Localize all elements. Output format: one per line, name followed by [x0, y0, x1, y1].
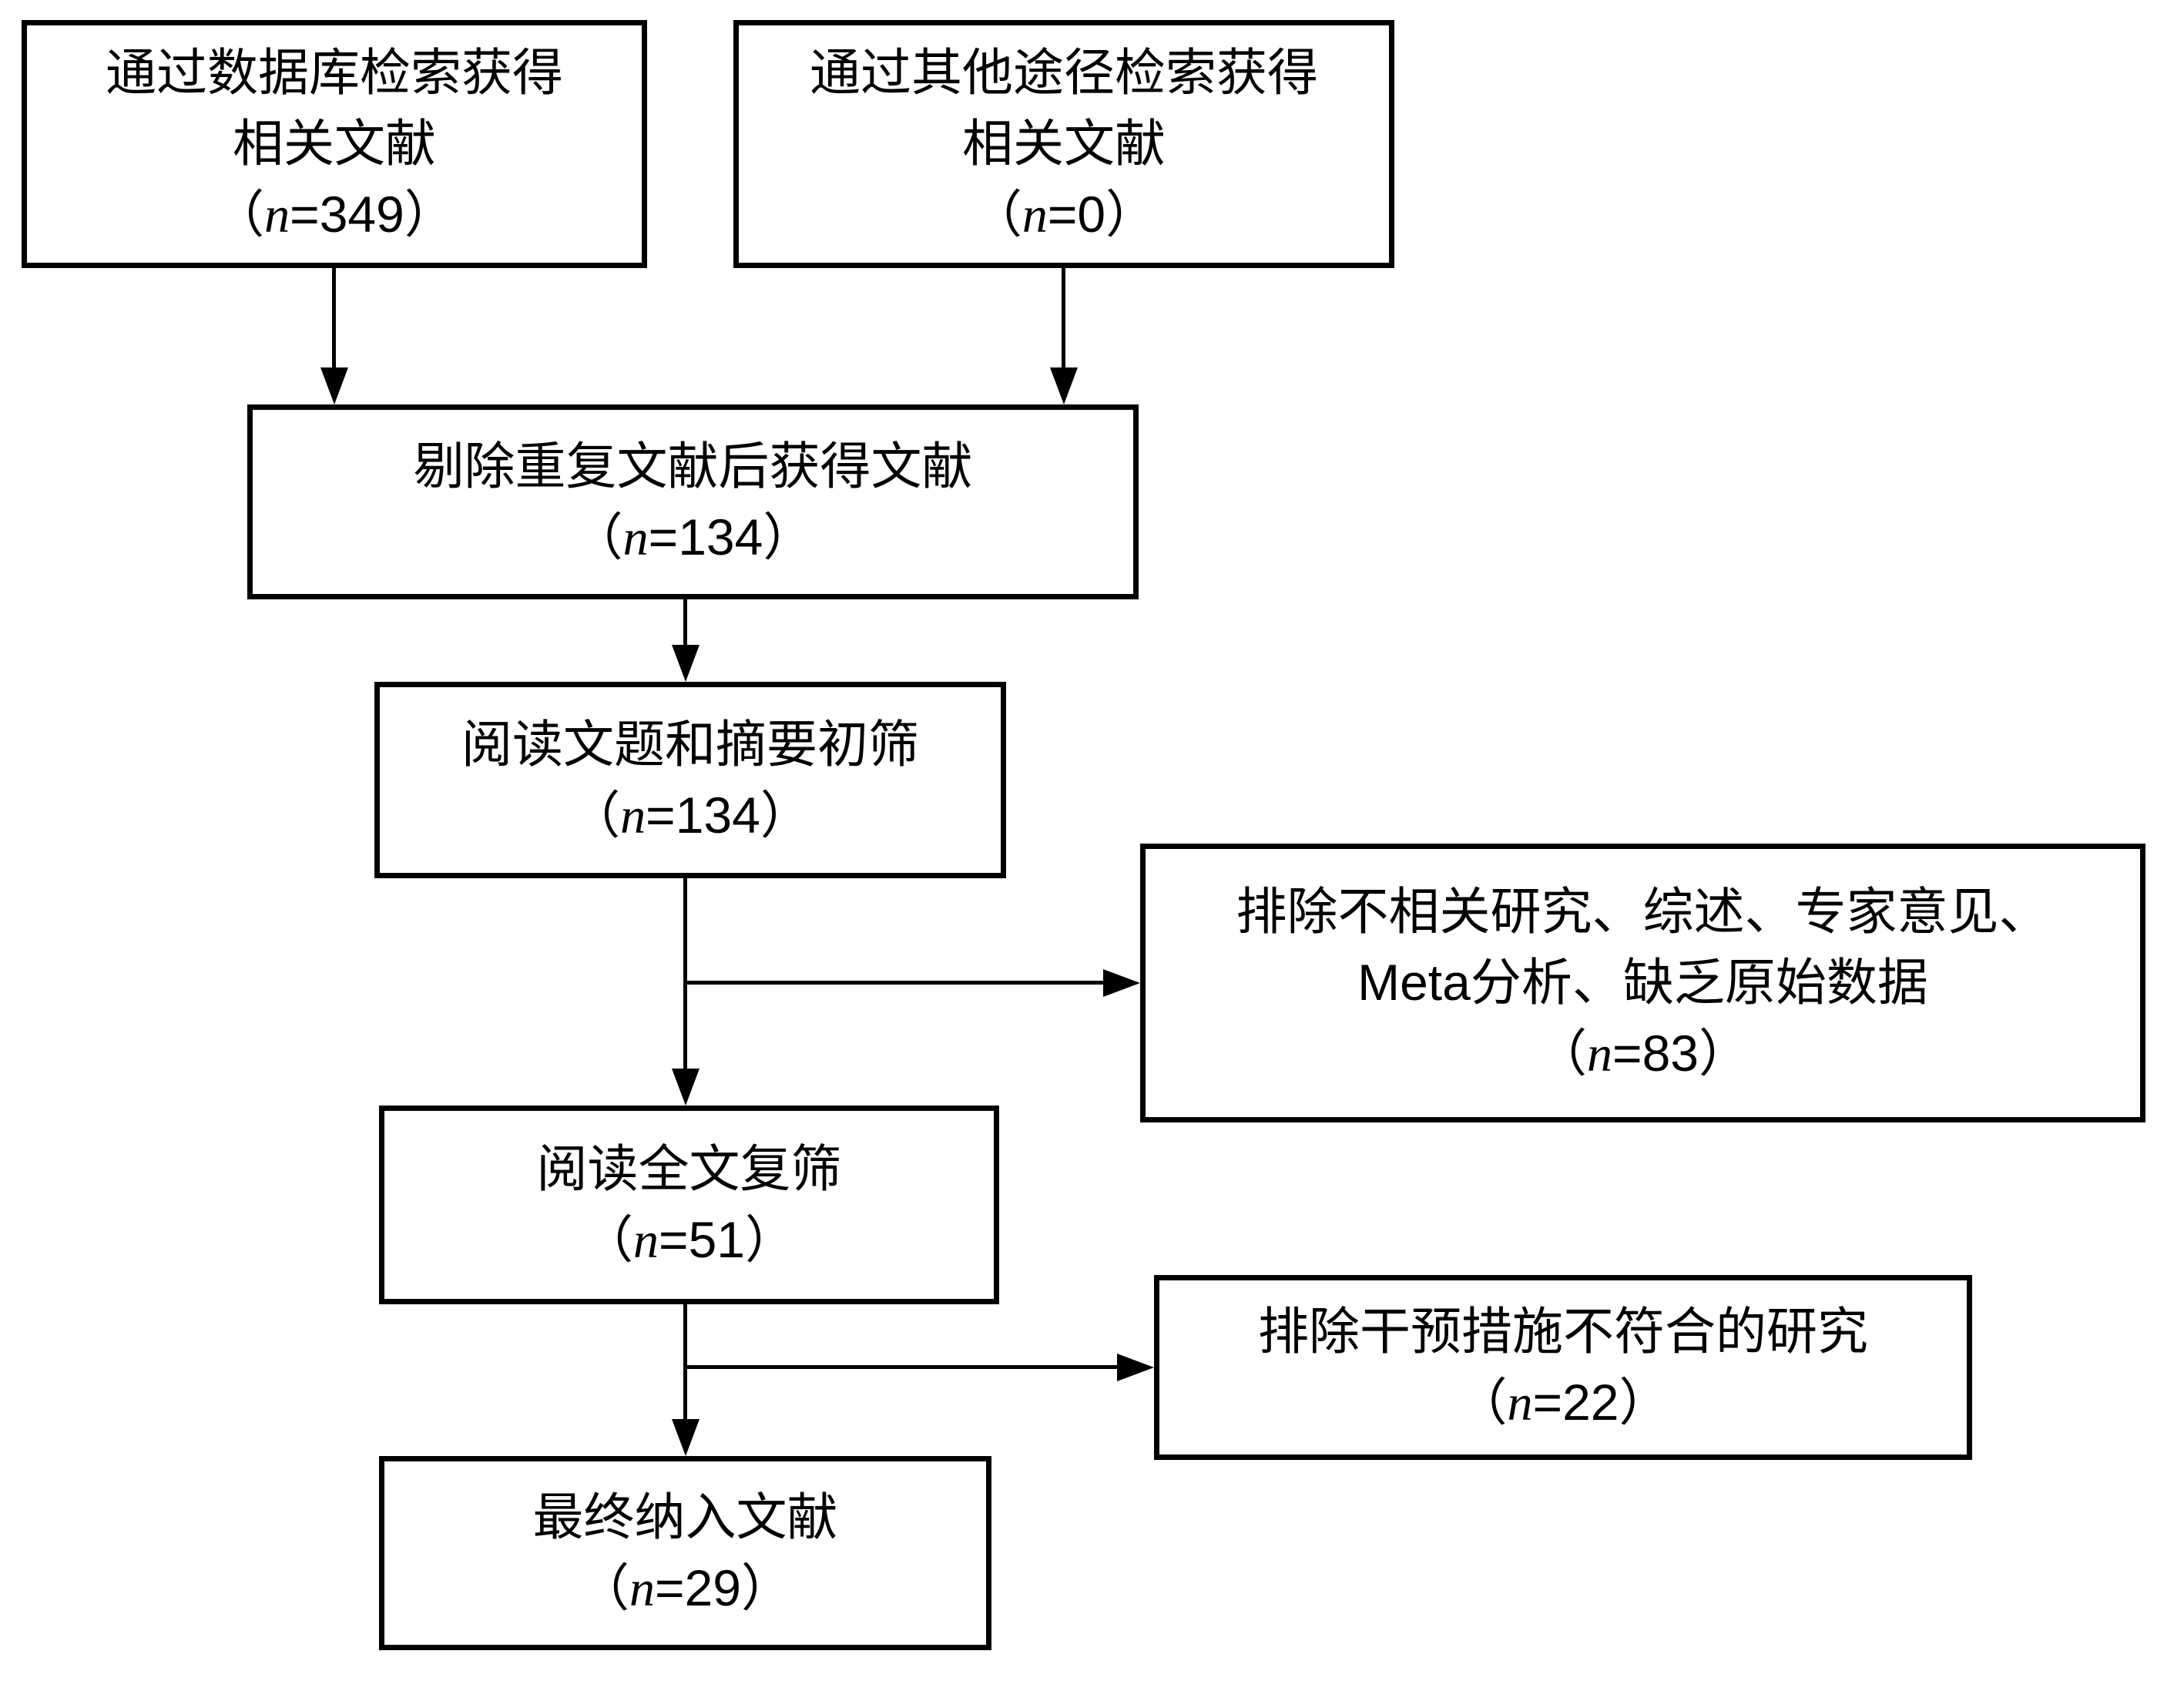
arrowhead-title-screening-to-fulltext: [672, 1069, 699, 1106]
arrowhead-fulltext-to-final: [672, 1419, 699, 1456]
box-database-search-count: （n=349）: [213, 179, 455, 251]
paren-open: （: [569, 786, 621, 844]
connector-dedup-to-title-screening: [683, 599, 687, 647]
box-excluded-intervention-text-1: 排除干预措施不符合的研究: [1258, 1303, 1868, 1360]
arrowhead-dedup-to-title-screening: [672, 645, 699, 682]
paren-open: （: [1536, 1025, 1588, 1082]
count-value: 0: [1077, 186, 1106, 243]
box-other-sources-count: （n=0）: [971, 179, 1156, 251]
box-fulltext-screening: 阅读全文复筛 （n=51）: [379, 1106, 999, 1304]
n-symbol: n: [620, 787, 646, 844]
box-final-included: 最终纳入文献 （n=29）: [379, 1456, 991, 1650]
equals-sign: =: [1612, 1025, 1642, 1082]
connector-branch-to-excluded-intervention: [686, 1365, 1117, 1369]
n-symbol: n: [629, 1561, 656, 1617]
arrowhead-branch-to-excluded-intervention: [1117, 1354, 1154, 1381]
connector-title-screening-to-fulltext: [683, 878, 687, 1072]
paren-close: ）: [1698, 1025, 1750, 1082]
equals-sign: =: [648, 508, 679, 565]
paren-open: （: [582, 1211, 634, 1268]
paren-open: （: [971, 186, 1022, 243]
paren-open: （: [579, 1559, 630, 1616]
n-symbol: n: [1507, 1375, 1533, 1431]
box-deduplicated: 剔除重复文献后获得文献 （n=134）: [247, 404, 1139, 599]
n-symbol: n: [264, 187, 290, 243]
box-deduplicated-count: （n=134）: [572, 502, 814, 574]
box-database-search-text-1: 通过数据库检索获得: [106, 44, 563, 101]
connector-branch-to-excluded-irrelevant: [686, 981, 1108, 985]
paren-close: ）: [1105, 186, 1157, 243]
count-value: 51: [688, 1211, 745, 1268]
arrowhead-database-to-dedup: [320, 367, 348, 404]
box-other-sources-text-1: 通过其他途径检索获得: [810, 44, 1318, 101]
box-database-search-text-2: 相关文献: [233, 115, 436, 172]
n-symbol: n: [1587, 1026, 1613, 1082]
box-final-included-text-1: 最终纳入文献: [532, 1488, 838, 1545]
arrowhead-branch-to-excluded-irrelevant: [1103, 969, 1140, 997]
count-value: 134: [675, 786, 760, 844]
equals-sign: =: [659, 1211, 689, 1268]
equals-sign: =: [655, 1559, 685, 1616]
box-excluded-irrelevant-text-2: Meta分析、缺乏原始数据: [1357, 954, 1928, 1011]
connector-fulltext-to-final: [683, 1304, 687, 1421]
count-value: 22: [1562, 1374, 1619, 1431]
equals-sign: =: [290, 186, 320, 243]
box-title-abstract-screening-count: （n=134）: [569, 780, 811, 852]
equals-sign: =: [1532, 1374, 1563, 1431]
box-other-sources-text-2: 相关文献: [962, 115, 1166, 172]
box-fulltext-screening-count: （n=51）: [582, 1204, 796, 1277]
count-value: 349: [319, 186, 404, 243]
box-other-sources: 通过其他途径检索获得 相关文献 （n=0）: [733, 20, 1394, 268]
box-excluded-intervention: 排除干预措施不符合的研究 （n=22）: [1154, 1275, 1972, 1460]
connector-other-to-dedup: [1062, 268, 1065, 370]
box-excluded-irrelevant-text-1: 排除不相关研究、综述、专家意见、: [1236, 883, 2050, 940]
box-excluded-intervention-count: （n=22）: [1457, 1367, 1670, 1439]
n-symbol: n: [633, 1213, 659, 1269]
paren-open: （: [1456, 1374, 1508, 1431]
paren-close: ）: [763, 508, 814, 565]
box-title-abstract-screening: 阅读文题和摘要初筛 （n=134）: [374, 682, 1006, 878]
equals-sign: =: [646, 786, 676, 844]
paren-close: ）: [1619, 1374, 1670, 1431]
paren-open: （: [572, 508, 623, 565]
box-excluded-irrelevant-count: （n=83）: [1536, 1018, 1750, 1090]
equals-sign: =: [1047, 186, 1078, 243]
paren-open: （: [213, 186, 265, 243]
count-value: 134: [678, 508, 763, 565]
box-database-search: 通过数据库检索获得 相关文献 （n=349）: [22, 20, 647, 268]
box-title-abstract-screening-text-1: 阅读文题和摘要初筛: [461, 715, 919, 773]
arrowhead-other-to-dedup: [1050, 367, 1078, 404]
count-value: 83: [1642, 1025, 1699, 1082]
paren-close: ）: [404, 186, 455, 243]
paren-close: ）: [740, 1559, 792, 1616]
box-excluded-irrelevant: 排除不相关研究、综述、专家意见、 Meta分析、缺乏原始数据 （n=83）: [1140, 844, 2145, 1122]
paren-close: ）: [744, 1211, 796, 1268]
box-deduplicated-text-1: 剔除重复文献后获得文献: [413, 437, 973, 495]
box-fulltext-screening-text-1: 阅读全文复筛: [536, 1140, 842, 1197]
paren-close: ）: [760, 786, 811, 844]
connector-database-to-dedup: [332, 268, 336, 370]
box-final-included-count: （n=29）: [579, 1552, 792, 1625]
n-symbol: n: [622, 509, 649, 566]
n-symbol: n: [1022, 187, 1048, 243]
count-value: 29: [684, 1559, 741, 1616]
